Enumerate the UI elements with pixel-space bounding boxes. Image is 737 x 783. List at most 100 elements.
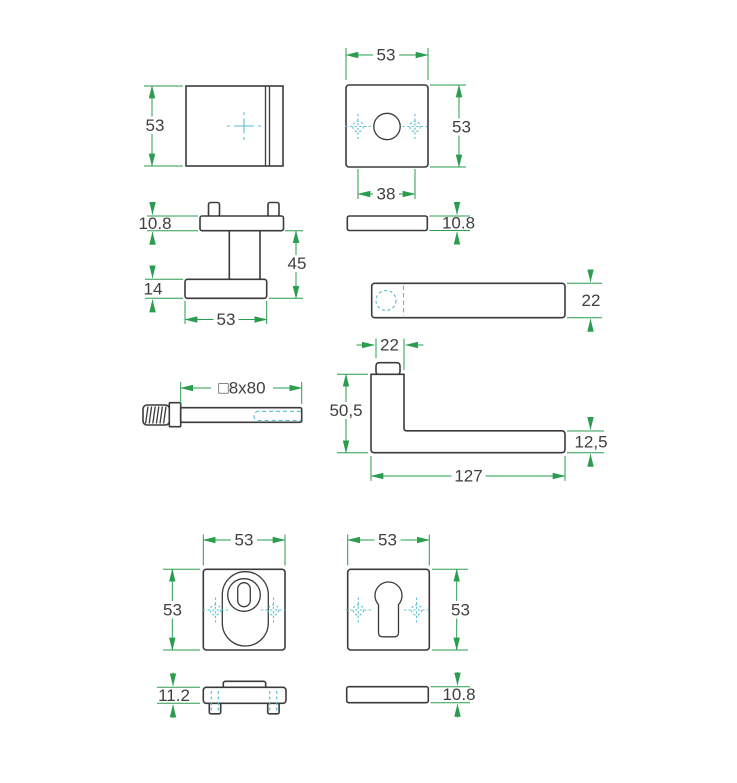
extension-lines [375, 338, 405, 370]
dim-rosette-front-height: 53 [430, 84, 475, 168]
label-backdrop [213, 311, 239, 328]
dim-label-cylinder-escutcheon-height: 53 [451, 600, 470, 619]
view-spindle: □8x80 [142, 379, 303, 428]
rosette-front-outline [345, 84, 429, 168]
extension-lines [337, 373, 368, 454]
dim-label-hole-spacing: 38 [377, 185, 396, 204]
dim-label-rosette-thickness: 10.8 [442, 214, 475, 233]
dim-label-rosette-front-width: 53 [377, 46, 396, 65]
dim-rosette-thickness: 10.8 [429, 201, 475, 245]
dim-lever-thickness: 22 [567, 269, 602, 332]
dim-label-lever-length: 127 [454, 467, 482, 486]
dim-label-lever-grip-thickness: 12,5 [574, 432, 607, 451]
extension-lines [429, 215, 470, 231]
label-backdrop [448, 118, 475, 136]
dim-label-security-escutcheon-width: 53 [235, 531, 254, 550]
view-security-escutcheon-front: 53 53 [159, 531, 287, 651]
spindle-shaft [179, 406, 303, 424]
center-mark [227, 112, 261, 140]
dim-label-knob-height: 45 [288, 254, 307, 273]
view-rosette-side: 53 [142, 85, 284, 167]
extension-lines [147, 215, 198, 232]
extension-lines [157, 686, 200, 704]
label-backdrop [328, 402, 364, 419]
label-backdrop [373, 185, 399, 203]
view-rosette-profile-top: 10.8 [346, 201, 475, 245]
thread-hatch-lines [144, 406, 167, 424]
dim-label-spindle-size: □8x80 [218, 379, 265, 398]
rosette-profile-outline [346, 215, 429, 232]
extension-lines [432, 568, 468, 651]
dim-security-escutcheon-thickness: 11.2 [157, 672, 200, 718]
fixing-peg [207, 201, 221, 218]
fixing-peg [267, 201, 280, 218]
dim-knob-height: 45 [268, 230, 308, 299]
spindle-hidden-hole [375, 289, 397, 312]
dim-label-security-escutcheon-height: 53 [163, 600, 182, 619]
dim-cylinder-escutcheon-height: 53 [432, 568, 474, 651]
spindle-hole [373, 112, 401, 141]
view-rosette-front: 53 53 38 [344, 46, 475, 204]
dim-label-security-escutcheon-thickness: 11.2 [158, 686, 190, 705]
dim-label-lever-height: 50,5 [329, 401, 362, 420]
cylinder-core [227, 578, 261, 612]
cylinder-guard-oval [221, 571, 269, 647]
extension-lines [145, 278, 183, 299]
label-backdrop [451, 467, 486, 485]
dim-spindle-size: □8x80 [180, 379, 303, 404]
dim-hole-spacing: 38 [357, 169, 416, 204]
dim-knob-base-height: 14 [144, 265, 183, 313]
spindle-hidden-slot [253, 410, 301, 422]
dim-label-rosette-thickness-bottom: 10.8 [442, 685, 475, 704]
label-backdrop [211, 379, 273, 397]
euro-profile-keyhole [374, 581, 403, 638]
dim-label-lever-neck-width: 22 [380, 336, 399, 355]
view-lever-front: 22 50,5 12,5 127 [328, 336, 608, 486]
label-backdrop [374, 531, 401, 549]
dim-label-rosette-front-height: 53 [452, 118, 471, 137]
dim-lever-height: 50,5 [328, 373, 368, 454]
view-cylinder-escutcheon-front: 53 53 [345, 531, 474, 651]
extension-lines [567, 282, 602, 319]
escutcheon-side-body [202, 686, 287, 705]
knob-stem [228, 229, 261, 281]
dim-lever-length: 127 [370, 456, 566, 486]
lever-side-outline [370, 282, 566, 319]
dim-label-cylinder-escutcheon-width: 53 [378, 531, 397, 550]
extension-lines [430, 686, 470, 704]
label-backdrop [447, 601, 474, 619]
dim-label-knob-width: 53 [217, 310, 236, 329]
knob-plate [199, 215, 285, 232]
dim-rosette-side-height: 53 [142, 85, 183, 167]
dim-lever-neck-width: 22 [356, 336, 424, 370]
dim-label-rosette-side-height: 53 [146, 116, 165, 135]
rosette-side-edge-lines [264, 86, 271, 166]
view-rosette-profile-bottom: 10.8 [345, 672, 476, 718]
key-slot [237, 582, 251, 608]
label-backdrop [142, 116, 168, 134]
dim-label-knob-base-height: 14 [144, 279, 163, 298]
fixing-peg [208, 702, 222, 715]
rosette-profile-outline [345, 685, 430, 704]
view-security-escutcheon-side: 11.2 [157, 672, 287, 718]
extension-lines [567, 430, 604, 454]
dim-knob-width: 53 [184, 301, 268, 329]
label-backdrop [373, 46, 399, 64]
dim-label-knob-plate-height: 10.8 [138, 214, 171, 233]
view-lever-side: 22 [370, 269, 602, 332]
lever-front-outline [370, 373, 566, 454]
dim-lever-grip-thickness: 12,5 [567, 416, 608, 467]
dim-security-escutcheon-height: 53 [159, 568, 200, 651]
knob-grip-bar [184, 278, 268, 300]
security-escutcheon-outline [202, 568, 286, 651]
dim-knob-plate-height: 10.8 [138, 201, 198, 245]
dim-rosette-front-width: 53 [345, 46, 429, 80]
spindle-collar [168, 401, 182, 428]
label-backdrop [231, 531, 257, 549]
dim-label-lever-thickness: 22 [582, 291, 601, 310]
dim-security-escutcheon-width: 53 [202, 531, 286, 566]
label-backdrop [286, 255, 308, 272]
dim-rosette-thickness-bottom: 10.8 [430, 672, 476, 718]
